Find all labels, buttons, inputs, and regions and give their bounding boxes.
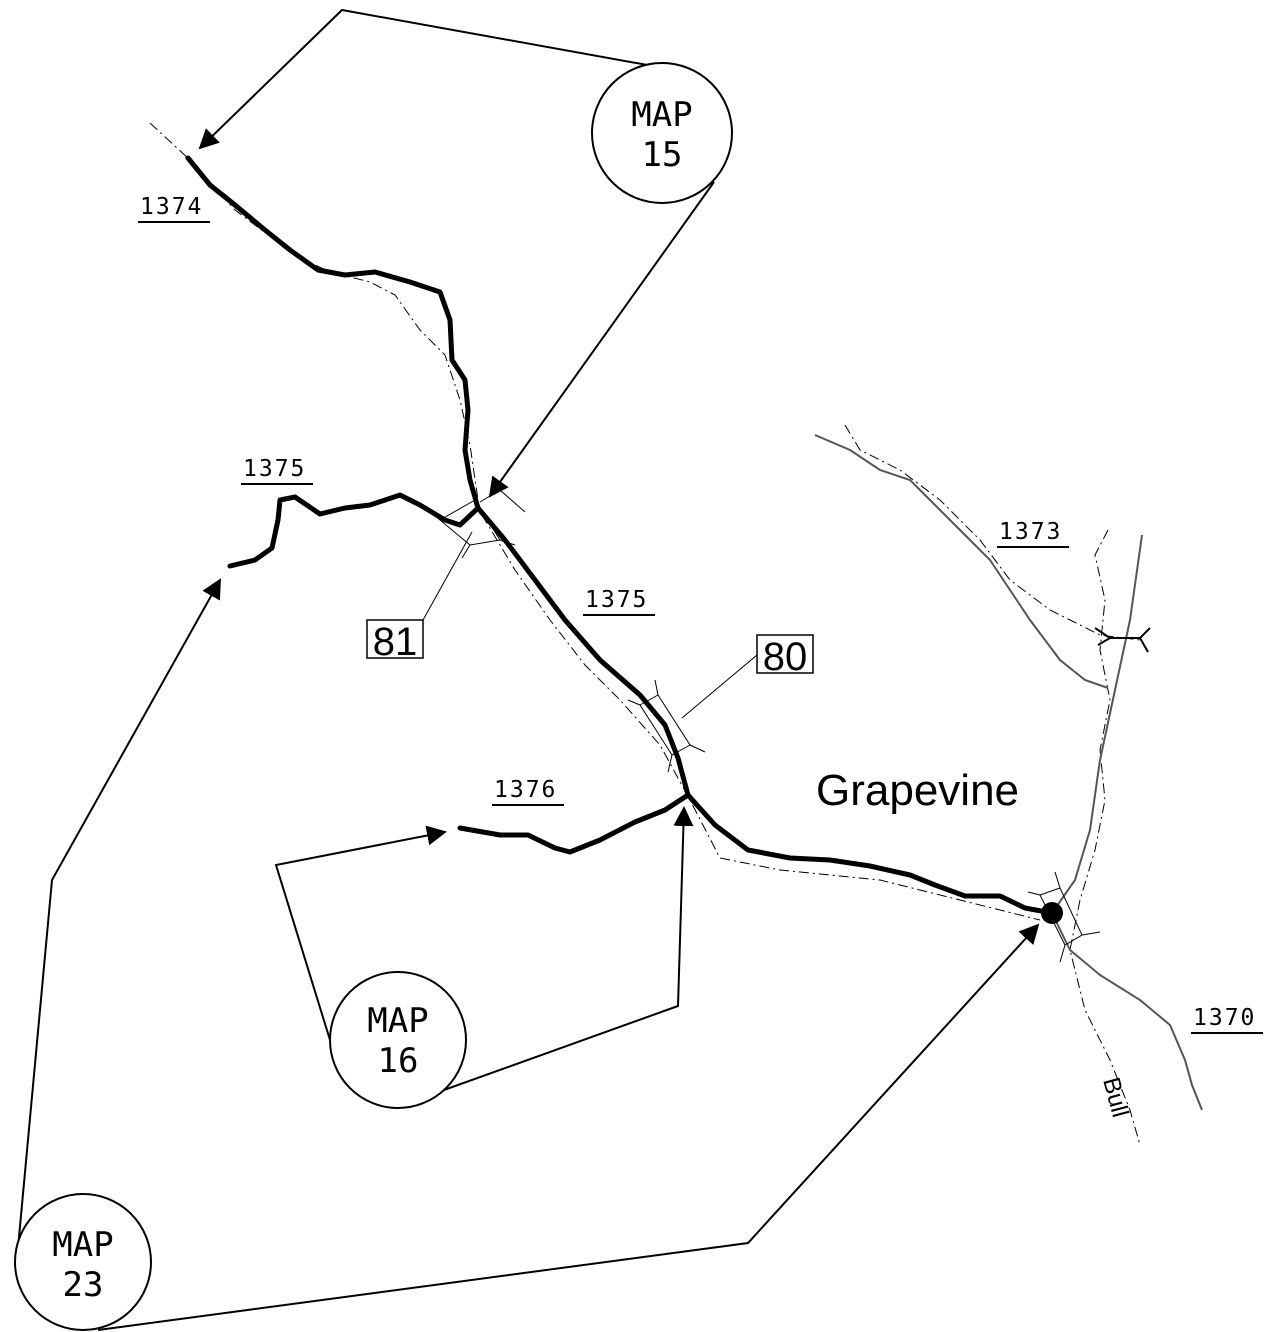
leader-lines (422, 531, 758, 719)
connector-map16-to-1376 (274, 825, 447, 1041)
route-1375-south-heavy (475, 505, 691, 798)
secondary-roads (814, 434, 1203, 1111)
route-label-1376: 1376 (494, 777, 557, 803)
connector-map15-to-1375 (488, 181, 715, 498)
bridge-symbols (427, 487, 1151, 963)
edge-line-1374 (149, 122, 479, 501)
connector-map23-to-grapevine (97, 923, 1040, 1331)
main-route (185, 155, 1055, 916)
road-1373 (814, 434, 1109, 689)
map-circle-23-line1: MAP (52, 1225, 113, 1265)
map-circle-23-line2: 23 (63, 1265, 104, 1305)
roadway-edge-lines (149, 122, 1141, 1146)
boxed-label-81-text: 81 (373, 620, 418, 664)
route-label-1373: 1373 (999, 519, 1062, 545)
road-1370-south (1051, 912, 1203, 1111)
edge-line-1373 (844, 424, 1141, 641)
route-1376-heavy (457, 792, 691, 855)
map-circle-15-line1: MAP (631, 95, 692, 135)
boxed-label-80: 80 (756, 634, 814, 679)
place-label-grapevine: Grapevine (816, 766, 1019, 815)
culvert-symbol-1373 (1094, 627, 1151, 653)
boxed-label-81: 81 (366, 619, 424, 664)
route-label-1370: 1370 (1193, 1005, 1256, 1031)
connector-map16-to-1375 (429, 806, 694, 1096)
route-1374-heavy (185, 155, 481, 511)
map-circle-15[interactable]: MAP 15 (591, 62, 733, 204)
connector-map15-to-1374 (198, 8, 665, 150)
route-label-1375-south: 1375 (585, 587, 648, 613)
connector-map23-to-1375-west (17, 578, 221, 1249)
route-to-grapevine-heavy (685, 792, 1055, 916)
edge-line-1375-south (481, 514, 1041, 921)
map-circle-23[interactable]: MAP 23 (14, 1193, 152, 1331)
route-label-1375-west: 1375 (243, 456, 306, 482)
map-circle-16[interactable]: MAP 16 (329, 971, 467, 1109)
map-circle-16-line2: 16 (378, 1041, 419, 1081)
edge-line-bull-creek (1069, 529, 1141, 1146)
bridge-grapevine-symbol (1027, 871, 1101, 963)
map-circle-16-line1: MAP (367, 1001, 428, 1041)
boxed-label-80-text: 80 (763, 635, 808, 679)
route-1375-west-heavy (227, 492, 481, 569)
route-label-1374: 1374 (140, 194, 203, 220)
map-circle-15-line2: 15 (642, 135, 683, 175)
route-labels: 1374 1375 1375 1376 1373 1370 (138, 194, 1263, 1034)
bridge-80-symbol (627, 679, 706, 773)
leader-81 (422, 531, 473, 621)
grapevine-junction-dot (1041, 902, 1063, 924)
map-connectors (17, 8, 1040, 1331)
leader-80 (681, 654, 758, 719)
road-1370-north (1051, 534, 1143, 914)
water-label-bull: Bull (1097, 1075, 1133, 1121)
